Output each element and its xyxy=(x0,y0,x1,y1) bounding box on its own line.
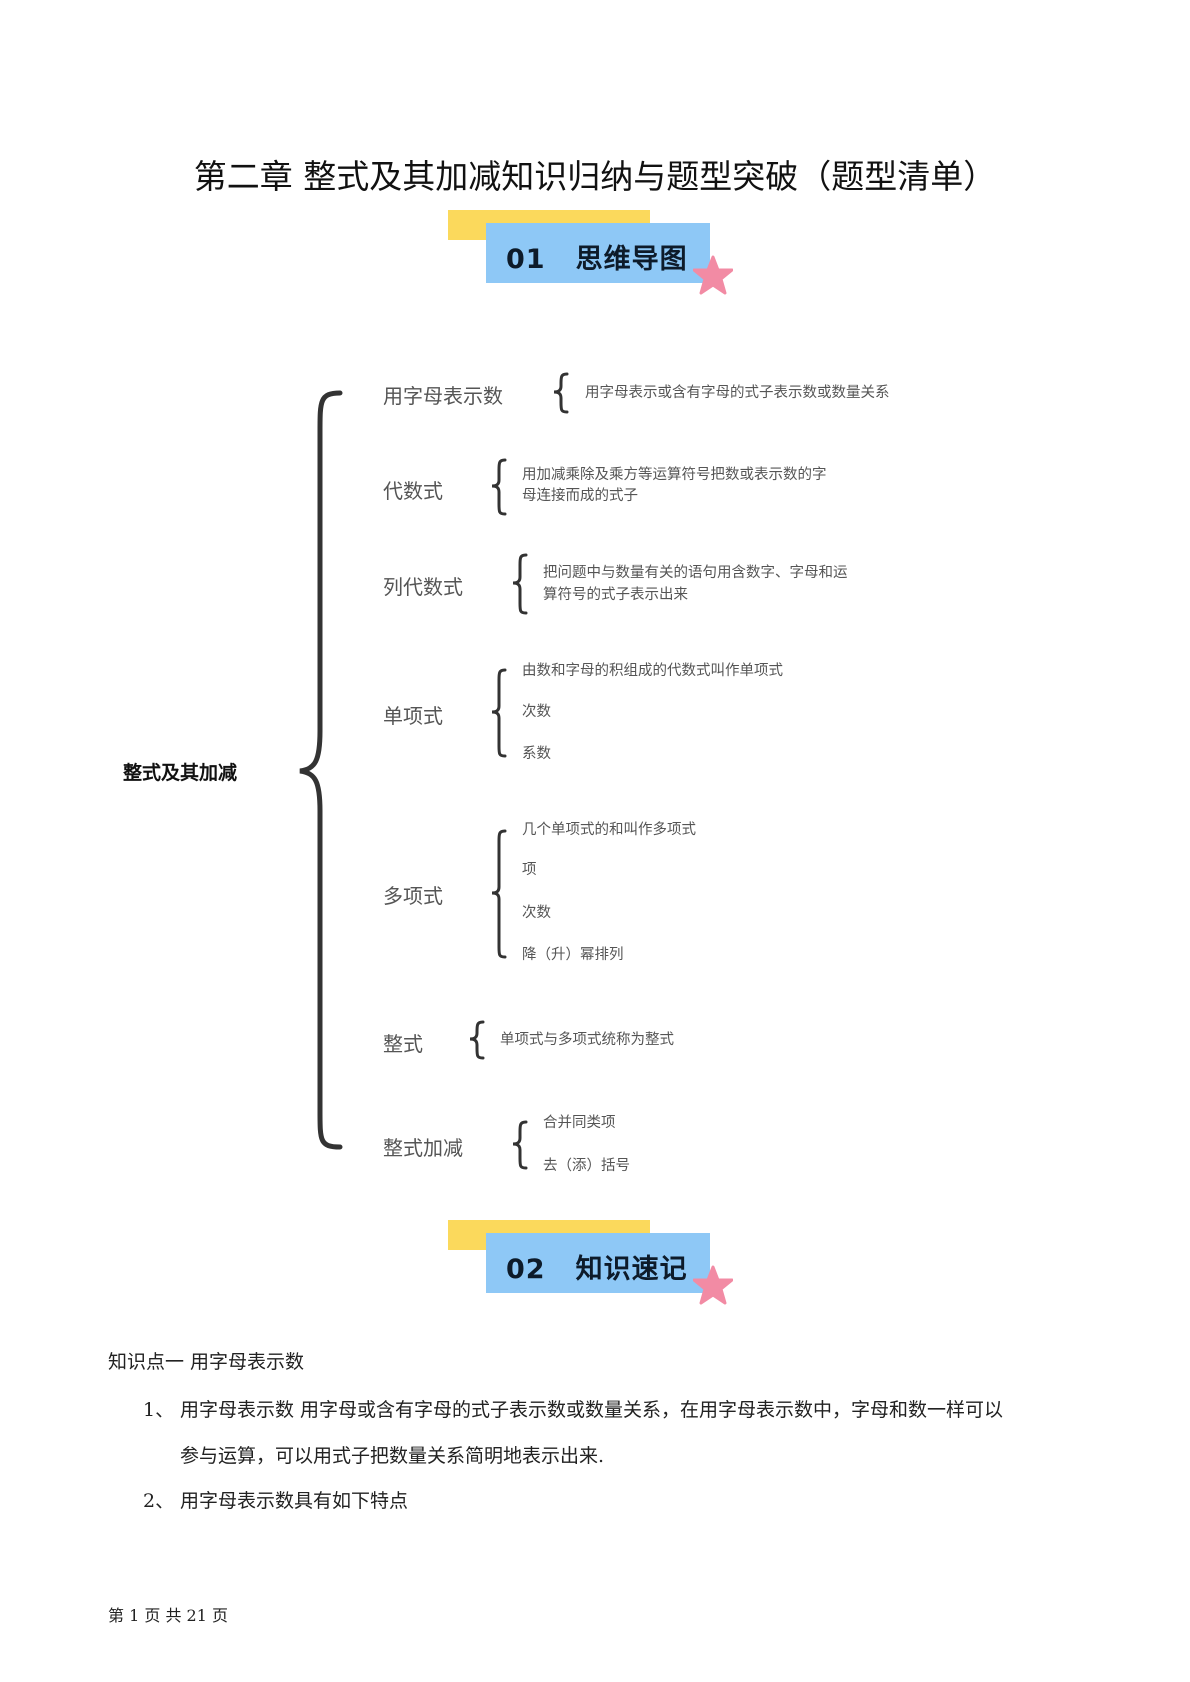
branch-label: 多项式 xyxy=(383,884,443,908)
star-icon xyxy=(693,255,733,295)
branch-label: 整式加减 xyxy=(383,1136,463,1160)
leaf-text: 去（添）括号 xyxy=(543,1158,630,1174)
branch-brace xyxy=(512,1120,528,1170)
page-footer: 第 1 页 共 21 页 xyxy=(108,1606,228,1625)
branch-brace xyxy=(491,458,507,516)
leaf-text: 几个单项式的和叫作多项式 xyxy=(522,822,696,838)
item-text: 用字母表示数具有如下特点 xyxy=(180,1490,409,1512)
branch-brace xyxy=(491,668,507,758)
item-text: 用字母表示数 用字母或含有字母的式子表示数或数量关系，在用字母表示数中，字母和数… xyxy=(180,1399,1004,1421)
leaf-text: 由数和字母的积组成的代数式叫作单项式 xyxy=(522,663,783,679)
leaf-text: 合并同类项 xyxy=(543,1115,616,1131)
branch-label: 整式 xyxy=(383,1032,423,1056)
leaf-text: 把问题中与数量有关的语句用含数字、字母和运 xyxy=(543,565,848,581)
section-banner-mindmap: 01 思维导图 xyxy=(448,210,748,310)
branch-brace xyxy=(553,372,569,414)
section-label: 思维导图 xyxy=(575,244,688,275)
leaf-text: 次数 xyxy=(522,704,551,720)
leaf-text: 用加减乘除及乘方等运算符号把数或表示数的字 xyxy=(522,467,827,483)
branch-brace xyxy=(469,1020,485,1060)
item-text: 参与运算，可以用式子把数量关系简明地表示出来. xyxy=(180,1445,605,1467)
leaf-text: 用字母表示或含有字母的式子表示数或数量关系 xyxy=(585,385,890,401)
branch-brace xyxy=(491,829,507,959)
item-number: 1、 xyxy=(143,1399,175,1421)
leaf-text: 单项式与多项式统称为整式 xyxy=(500,1032,674,1048)
leaf-text: 母连接而成的式子 xyxy=(522,488,638,504)
mindmap-root: 整式及其加减 xyxy=(123,762,238,784)
section-number: 02 xyxy=(506,1254,546,1285)
leaf-text: 降（升）幂排列 xyxy=(522,947,624,963)
branch-label: 代数式 xyxy=(383,479,443,503)
knowledge-heading: 知识点一 用字母表示数 xyxy=(108,1351,305,1373)
root-brace xyxy=(299,390,343,1150)
branch-brace xyxy=(512,553,528,615)
branch-label: 单项式 xyxy=(383,704,443,728)
banner-blue-box xyxy=(486,1233,710,1293)
banner-blue-box xyxy=(486,223,710,283)
leaf-text: 次数 xyxy=(522,905,551,921)
star-icon xyxy=(693,1265,733,1305)
leaf-text: 系数 xyxy=(522,746,551,762)
page-title: 第二章 整式及其加减知识归纳与题型突破（题型清单） xyxy=(193,157,997,196)
leaf-text: 项 xyxy=(522,862,537,878)
branch-label: 用字母表示数 xyxy=(383,384,503,408)
section-number: 01 xyxy=(506,244,546,275)
leaf-text: 算符号的式子表示出来 xyxy=(543,587,688,603)
section-label: 知识速记 xyxy=(575,1254,688,1285)
section-banner-knowledge: 02 知识速记 xyxy=(448,1220,748,1320)
item-number: 2、 xyxy=(143,1490,175,1512)
branch-label: 列代数式 xyxy=(383,575,463,599)
